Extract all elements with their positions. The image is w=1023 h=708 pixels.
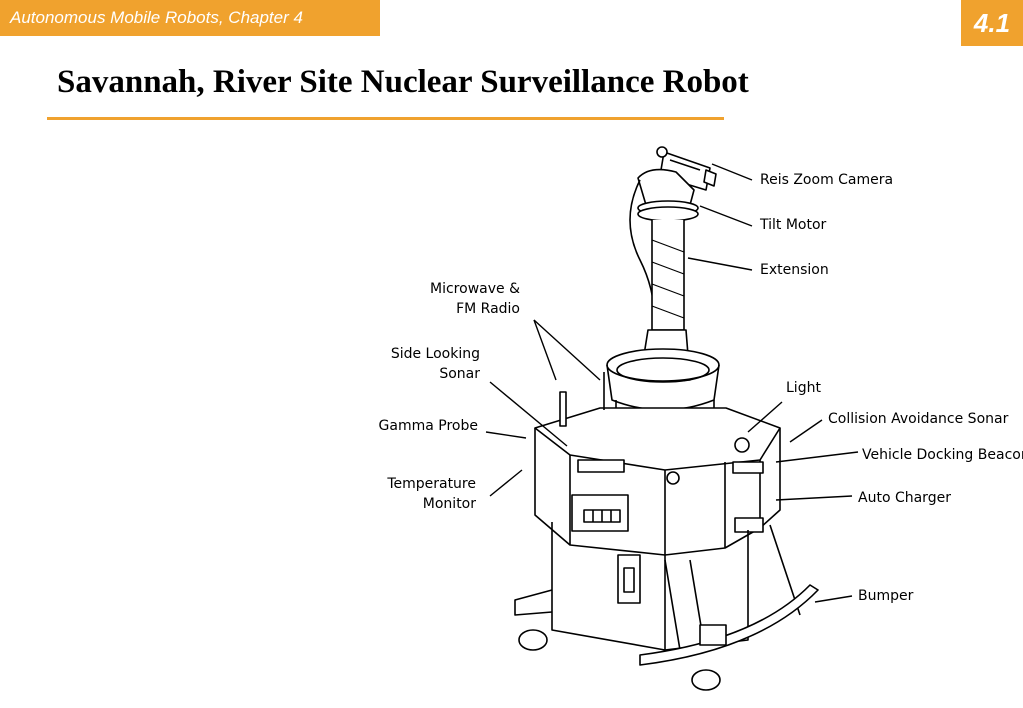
- slide-number: 4.1: [961, 0, 1023, 46]
- robot-diagram: Reis Zoom Camera Tilt Motor Extension Mi…: [379, 146, 1023, 691]
- robot-drawing: [514, 146, 819, 691]
- label-collision-sonar: Collision Avoidance Sonar: [828, 411, 1009, 427]
- label-side-sonar-line2: Sonar: [439, 366, 480, 382]
- label-tilt-motor: Tilt Motor: [759, 217, 827, 233]
- label-extension: Extension: [760, 262, 829, 278]
- label-reis-zoom-camera: Reis Zoom Camera: [760, 172, 893, 188]
- label-auto-charger: Auto Charger: [858, 490, 951, 506]
- label-bumper: Bumper: [858, 588, 914, 604]
- label-temperature-line2: Monitor: [423, 496, 476, 512]
- title-underline: [47, 117, 724, 120]
- label-microwave-line2: FM Radio: [456, 301, 520, 317]
- label-light: Light: [786, 380, 821, 396]
- label-temperature-line1: Temperature: [386, 476, 476, 492]
- label-side-sonar-line1: Side Looking: [391, 346, 480, 362]
- slide-title: Savannah, River Site Nuclear Surveillanc…: [57, 64, 749, 100]
- label-docking-beacon: Vehicle Docking Beacon: [862, 447, 1023, 463]
- chapter-header: Autonomous Mobile Robots, Chapter 4: [0, 0, 380, 36]
- leader-lines: [485, 163, 859, 603]
- label-microwave-line1: Microwave &: [430, 281, 520, 297]
- label-gamma-probe: Gamma Probe: [379, 418, 478, 434]
